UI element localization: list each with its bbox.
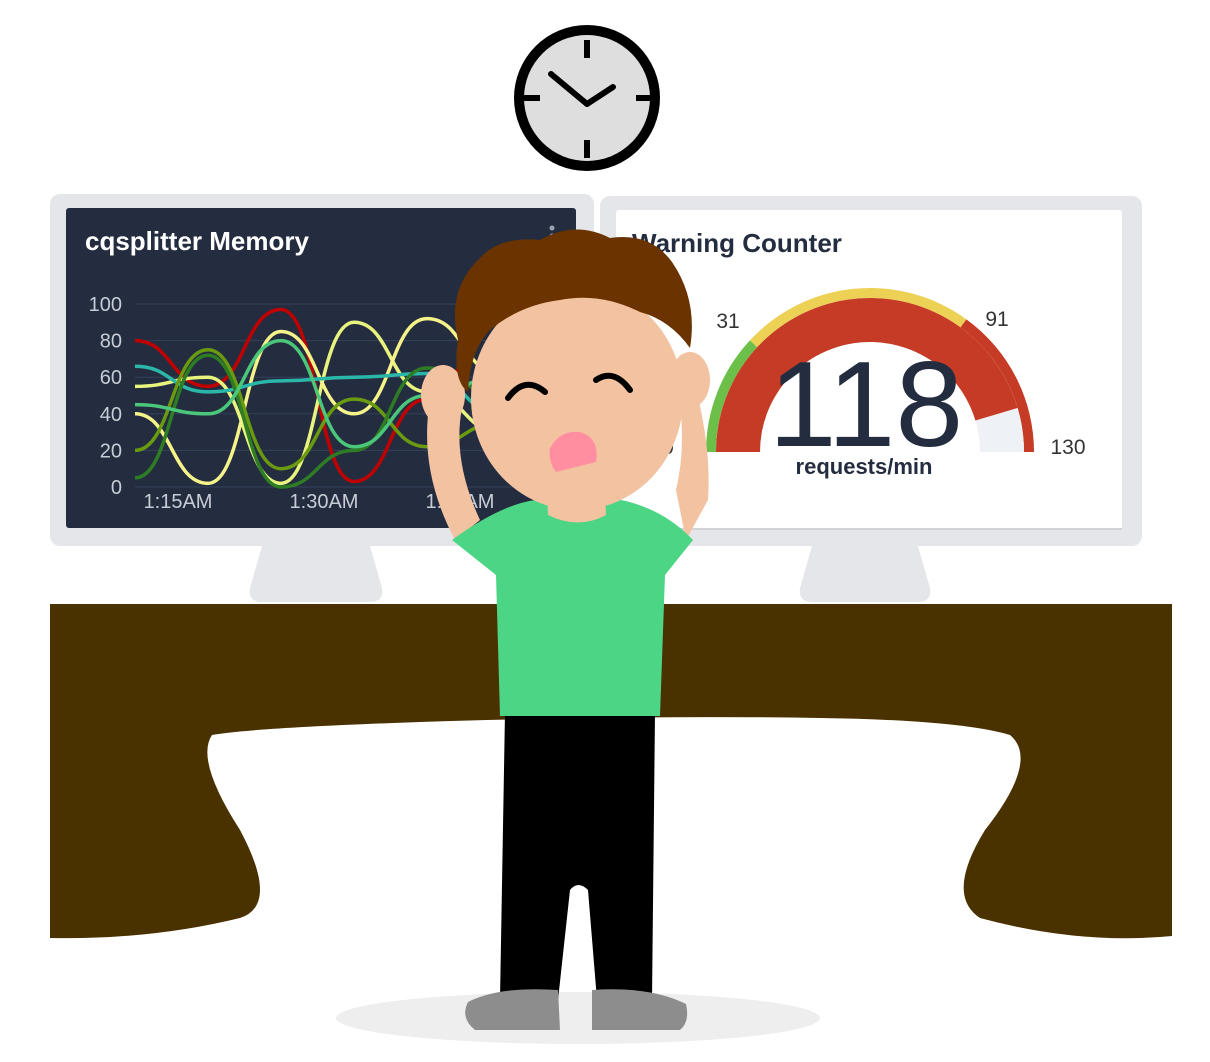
left-hand <box>421 365 465 425</box>
gauge-threshold-high-label: 91 <box>985 308 1008 331</box>
gauge-panel-title: Warning Counter <box>632 228 842 258</box>
left-arm <box>427 400 480 540</box>
y-tick-label: 80 <box>100 331 122 353</box>
hair <box>454 229 692 392</box>
gauge-band-yellow <box>749 288 967 348</box>
shirt <box>452 498 693 716</box>
y-tick-label: 40 <box>100 404 122 426</box>
pants <box>500 712 655 1000</box>
gauge-band-green <box>706 340 758 452</box>
gauge-band-red <box>960 319 1034 452</box>
y-tick-label: 0 <box>111 477 122 499</box>
left-shoe <box>465 989 560 1030</box>
gauge-unit: requests/min <box>796 454 933 479</box>
series-line <box>134 347 501 471</box>
y-tick-label: 60 <box>100 367 122 389</box>
gauge-threshold-low-label: 31 <box>716 310 739 333</box>
head <box>471 286 683 510</box>
memory-panel-title: cqsplitter Memory <box>85 226 309 256</box>
gauge-value: 118 <box>769 336 964 472</box>
series-line <box>134 353 501 489</box>
right-shoe <box>592 989 688 1030</box>
x-tick-label: 1:15AM <box>144 491 213 513</box>
y-tick-label: 100 <box>89 294 122 316</box>
right-arm <box>676 368 709 540</box>
right-eye <box>593 372 633 393</box>
gauge-max-label: 130 <box>1050 436 1085 459</box>
left-eye <box>505 381 548 401</box>
y-tick-label: 20 <box>100 440 122 462</box>
floor-shadow <box>336 992 820 1044</box>
mouth <box>549 431 597 472</box>
gauge-value-fill <box>716 297 1018 452</box>
x-tick-label: 1:30AM <box>290 491 359 513</box>
desk <box>50 604 1172 939</box>
clock-icon <box>514 25 660 171</box>
series-line <box>134 316 501 486</box>
